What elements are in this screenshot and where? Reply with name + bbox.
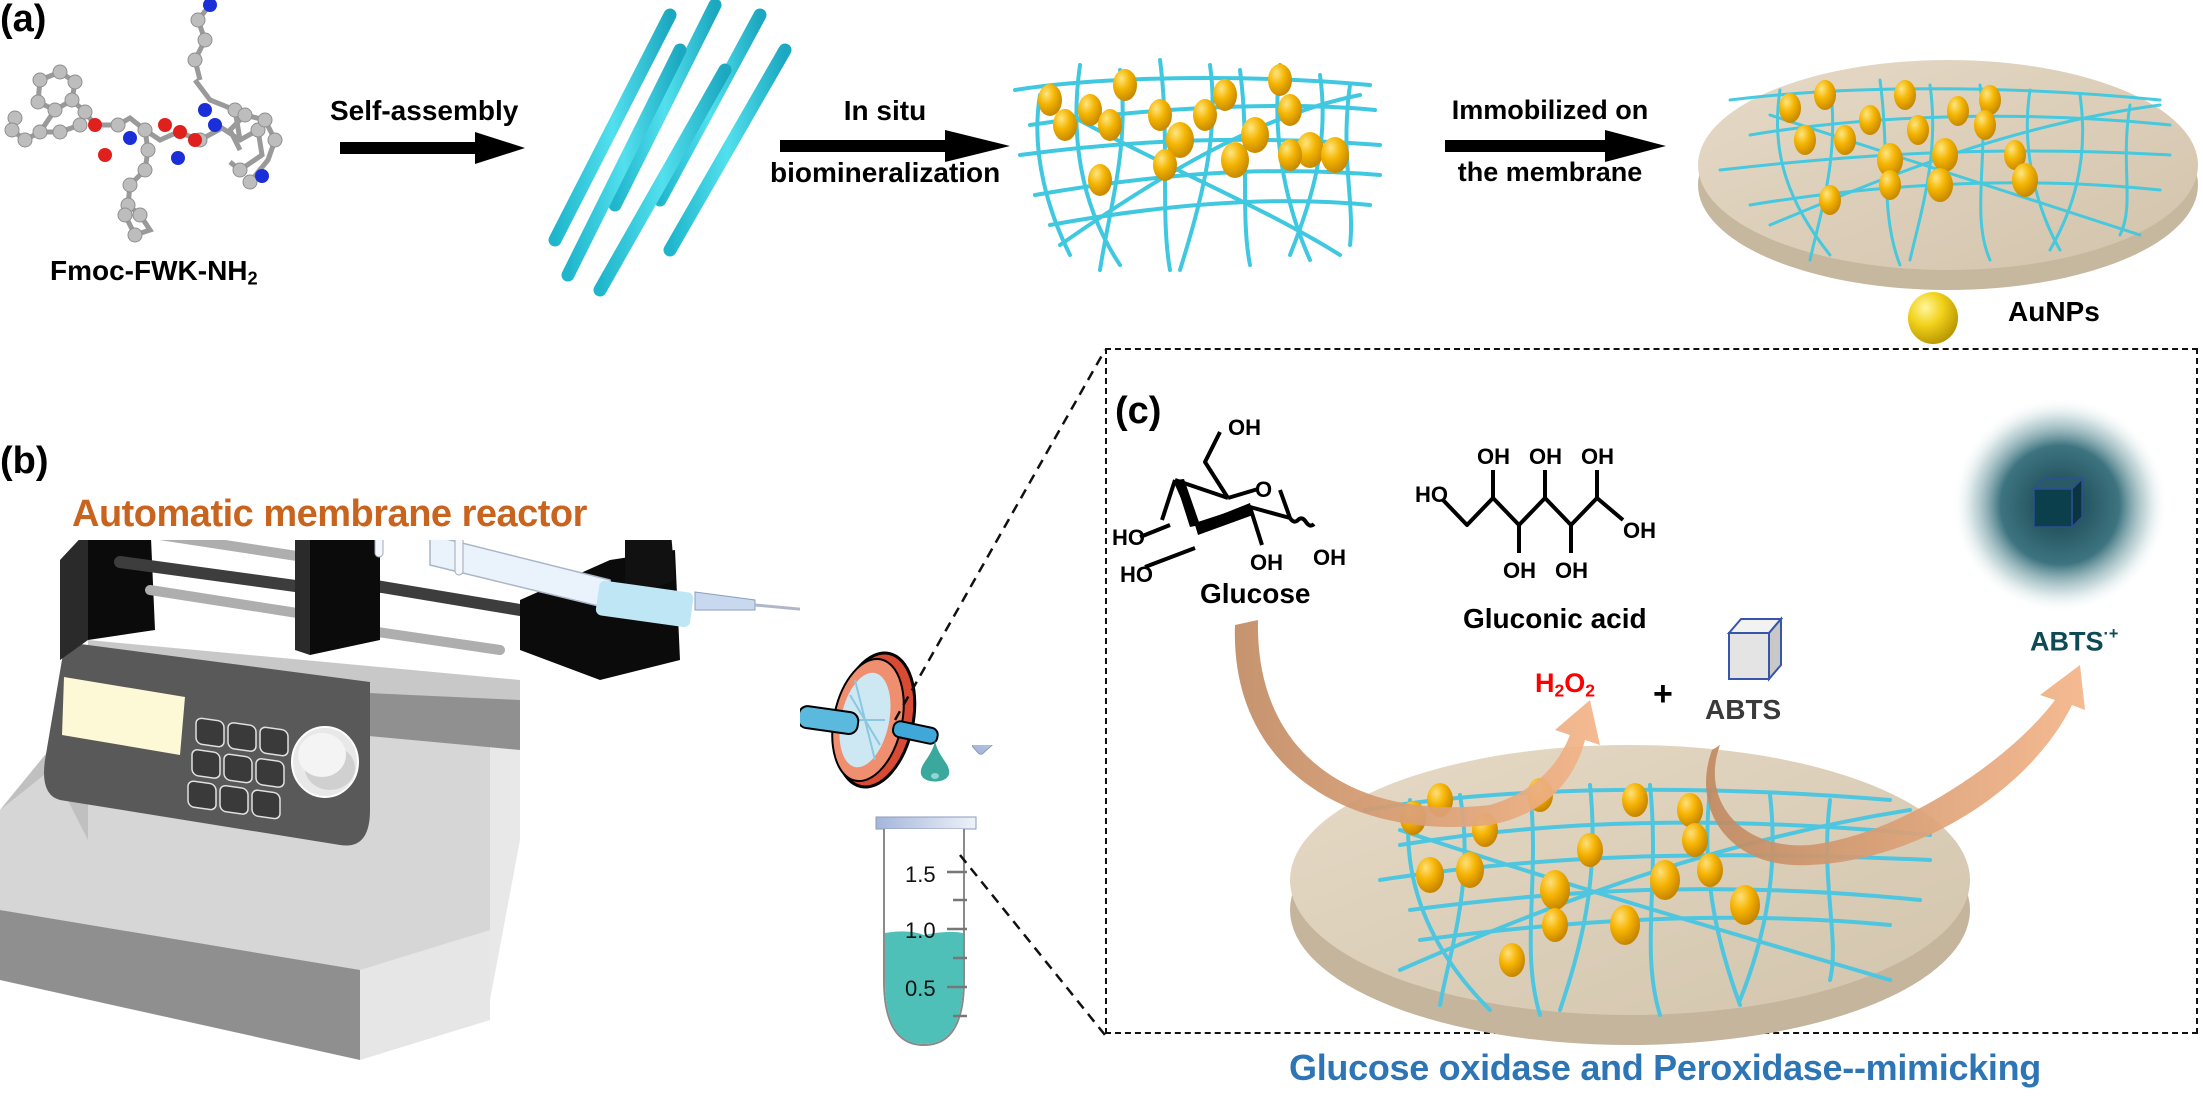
step-membrane-label: the membrane — [1457, 157, 1643, 187]
droplet-icon — [920, 740, 950, 782]
abts-radical-glow-icon — [1952, 397, 2168, 613]
panel-c-label: (c) — [1115, 390, 1162, 432]
panel-c-caption: Glucose oxidase and Peroxidase--mimickin… — [1289, 1047, 2041, 1088]
gluconic-oh-1: OH — [1477, 444, 1510, 469]
glucose-oh-anomeric: OH — [1313, 545, 1346, 570]
tube-mark-0.5: 0.5 — [905, 976, 936, 1001]
tube-mark-1.0: 1.0 — [905, 918, 936, 943]
syringe-pump-icon — [0, 540, 800, 1060]
arrow-step3-icon — [1445, 130, 1666, 162]
glucose-ho-left2: HO — [1120, 562, 1153, 585]
gluconic-oh-3: OH — [1581, 444, 1614, 469]
arrow-abts-to-radical — [1706, 665, 2085, 866]
arrow-step1-icon — [340, 132, 525, 164]
molecule-name: Fmoc-FWK-NH2 — [50, 255, 258, 289]
panel-a-label: (a) — [0, 0, 47, 40]
panel-b-label: (b) — [0, 440, 49, 482]
membrane-disc-icon — [1698, 60, 2198, 290]
syringe-filter-icon — [800, 651, 939, 789]
glucose-oh-bottom: OH — [1250, 550, 1283, 575]
plus-sign: + — [1653, 675, 1673, 713]
step-biomineralization-label: biomineralization — [770, 157, 1001, 188]
glucose-oh-top: OH — [1228, 415, 1261, 440]
abts-label: ABTS — [1705, 694, 1782, 725]
aunps-legend-label: AuNPs — [2008, 296, 2100, 327]
abts-cube-icon — [1726, 616, 1784, 682]
reactor-title: Automatic membrane reactor — [72, 493, 587, 535]
gluconic-acid-structure-icon: HO OH OH OH OH OH OH — [1415, 444, 1656, 583]
gluconic-ho: HO — [1415, 482, 1448, 507]
step-immobilized-label: Immobilized on — [1451, 95, 1649, 125]
gluconic-acid-label: Gluconic acid — [1463, 603, 1647, 634]
gluconic-oh-5: OH — [1503, 558, 1536, 583]
gluconic-oh-6: OH — [1555, 558, 1588, 583]
arrow-step2-icon — [780, 130, 1010, 162]
gluconic-oh-2: OH — [1529, 444, 1562, 469]
gluconic-oh-4: OH — [1623, 518, 1656, 543]
arrow-glucose-to-h2o2 — [1234, 620, 1600, 827]
abts-radical-label: ABTS·+ — [2030, 625, 2119, 657]
gold-nanoparticle-icon — [1908, 292, 1958, 344]
glucose-ring-o: O — [1255, 477, 1272, 502]
tube-mark-1.5: 1.5 — [905, 862, 936, 887]
step-self-assembly-label: Self-assembly — [330, 95, 519, 126]
fmoc-fwk-molecule-icon — [4, 0, 283, 243]
nanofibers-icon — [548, 0, 792, 297]
fiber-network-aunps-icon — [1013, 58, 1382, 272]
glucose-label: Glucose — [1200, 578, 1311, 609]
glucose-ho-left1: HO — [1112, 525, 1145, 550]
glucose-structure-icon: OH O HO HO OH OH — [1112, 415, 1346, 585]
step-in-situ-label: In situ — [843, 95, 927, 126]
centrifuge-tube-icon — [875, 745, 1028, 1047]
h2o2-label: H2O2 — [1535, 668, 1596, 701]
